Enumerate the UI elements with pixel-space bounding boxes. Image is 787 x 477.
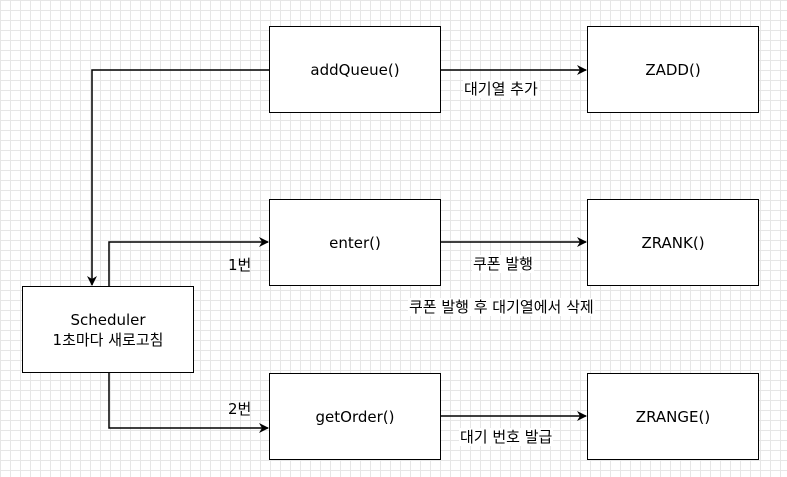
- arrow-scheduler-to-enter: [108, 237, 269, 286]
- getorder-node-label: getOrder(): [315, 407, 395, 426]
- addqueue-node[interactable]: addQueue(): [269, 26, 441, 113]
- scheduler-title: Scheduler: [70, 310, 146, 329]
- edge-label-issue-coupon: 쿠폰 발행: [472, 255, 534, 273]
- scheduler-subtitle: 1초마다 새로고침: [52, 330, 164, 349]
- zrank-node[interactable]: ZRANK(): [587, 199, 759, 286]
- scheduler-node[interactable]: Scheduler 1초마다 새로고침: [22, 286, 194, 373]
- enter-node-label: enter(): [329, 233, 381, 252]
- zrange-node[interactable]: ZRANGE(): [587, 373, 759, 460]
- zrange-node-label: ZRANGE(): [635, 407, 711, 426]
- zadd-node-label: ZADD(): [645, 60, 701, 79]
- arrow-scheduler-to-getorder: [108, 373, 269, 433]
- edge-label-add-queue: 대기열 추가: [463, 80, 539, 98]
- addqueue-node-label: addQueue(): [310, 60, 400, 79]
- enter-node[interactable]: enter(): [269, 199, 441, 286]
- zrank-node-label: ZRANK(): [641, 233, 705, 252]
- zadd-node[interactable]: ZADD(): [587, 26, 759, 113]
- getorder-node[interactable]: getOrder(): [269, 373, 441, 460]
- arrow-addqueue-to-scheduler: [87, 69, 269, 286]
- edge-label-step-2: 2번: [228, 400, 252, 418]
- edge-label-issue-and-delete: 쿠폰 발행 후 대기열에서 삭제: [408, 298, 595, 316]
- edge-label-issue-order-number: 대기 번호 발급: [459, 428, 554, 446]
- edge-label-step-1: 1번: [228, 256, 252, 274]
